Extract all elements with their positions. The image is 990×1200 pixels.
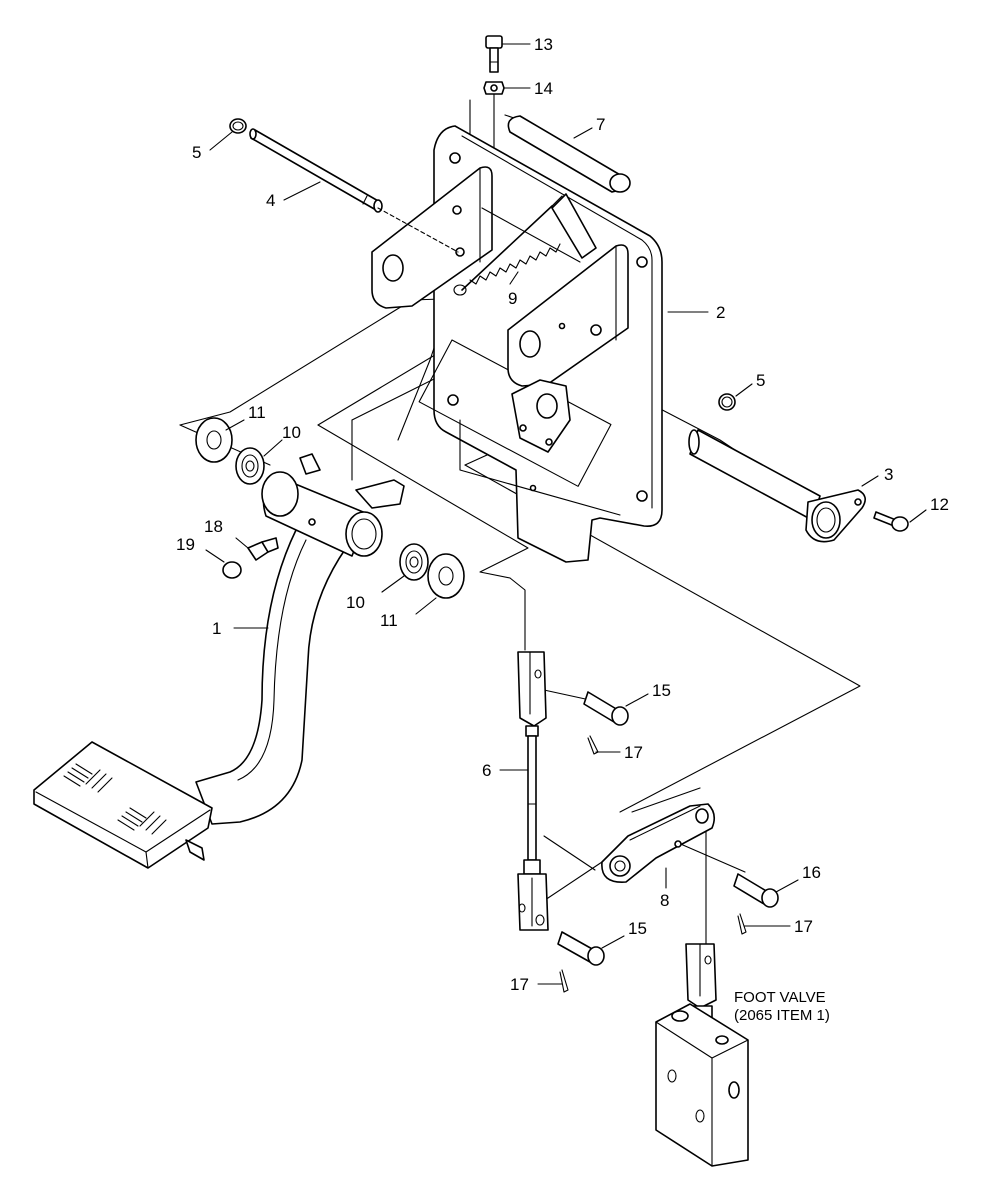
callout-11-b: 11 <box>380 611 398 630</box>
washer <box>427 553 465 599</box>
clevis-pin <box>557 931 605 966</box>
cotter-pin <box>559 969 569 993</box>
callout-14: 14 <box>534 79 553 98</box>
foot-valve-note-line1: FOOT VALVE <box>734 989 826 1006</box>
callout-10: 10 <box>282 423 301 442</box>
callout-18: 18 <box>204 517 223 536</box>
callout-labels: 1 2 3 4 5 5 6 7 8 9 10 10 11 11 12 13 14… <box>176 35 949 994</box>
callout-1: 1 <box>212 619 221 638</box>
callout-15-b: 15 <box>628 919 647 938</box>
pedal-hub <box>261 453 405 557</box>
clevis-pin <box>583 691 629 726</box>
bearing <box>399 543 429 581</box>
grease-cap <box>222 561 242 579</box>
pedal-shaft <box>249 128 459 253</box>
callout-17-b: 17 <box>510 975 529 994</box>
spring-anchor-bracket <box>481 193 597 263</box>
nut <box>483 81 505 95</box>
callout-17: 17 <box>624 743 643 762</box>
callout-3: 3 <box>884 465 893 484</box>
callout-15: 15 <box>652 681 671 700</box>
pivot-pin <box>688 429 866 543</box>
callout-19: 19 <box>176 535 195 554</box>
callout-2: 2 <box>716 303 725 322</box>
pedal-hinge-lug <box>511 379 571 453</box>
callout-10-b: 10 <box>346 593 365 612</box>
callout-16: 16 <box>802 863 821 882</box>
snap-ring <box>229 118 247 134</box>
callout-12: 12 <box>930 495 949 514</box>
pedal-arm <box>195 529 347 825</box>
pedal-pad <box>33 741 213 869</box>
foot-valve <box>655 943 749 1167</box>
callout-7: 7 <box>596 115 605 134</box>
right-bracket-ear <box>507 244 629 387</box>
callout-9: 9 <box>508 289 517 308</box>
callout-13: 13 <box>534 35 553 54</box>
left-bracket-ear <box>371 166 493 309</box>
bolt <box>485 35 503 73</box>
cotter-pin <box>587 735 599 755</box>
pin-sleeve <box>507 115 631 193</box>
callout-6: 6 <box>482 761 491 780</box>
foot-valve-note: FOOT VALVE (2065 ITEM 1) <box>734 989 830 1024</box>
snap-ring <box>718 393 736 411</box>
callout-5-b: 5 <box>756 371 765 390</box>
callout-17-c: 17 <box>794 917 813 936</box>
callout-8: 8 <box>660 891 669 910</box>
callout-4: 4 <box>266 191 275 210</box>
push-rod <box>517 651 549 931</box>
cotter-pin <box>737 913 747 935</box>
clevis-pin <box>733 873 779 908</box>
callout-11: 11 <box>248 403 266 422</box>
bearing <box>235 447 265 485</box>
screw <box>873 511 909 532</box>
callout-5: 5 <box>192 143 201 162</box>
lever <box>601 803 716 883</box>
washer <box>195 417 233 463</box>
foot-valve-note-line2: (2065 ITEM 1) <box>734 1007 830 1024</box>
grease-fitting <box>247 537 279 561</box>
return-spring <box>453 195 563 296</box>
leader-lines <box>205 43 927 985</box>
